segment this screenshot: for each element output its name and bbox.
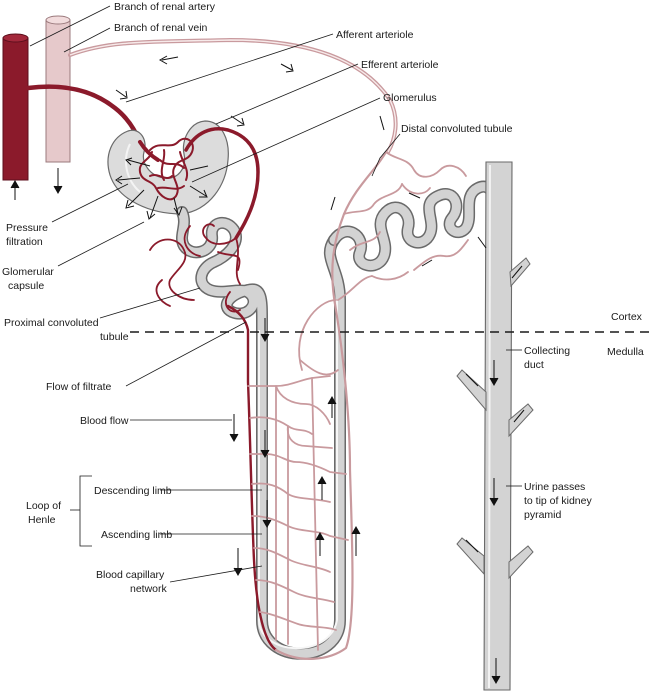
label-loop-of-henle-2: Henle: [28, 514, 56, 526]
label-ascending-limb: Ascending limb: [101, 529, 172, 541]
glomerulus-capillaries: [138, 127, 260, 240]
renal-artery-branch: [2, 37, 29, 181]
label-distal-tubule: Distal convoluted tubule: [401, 123, 513, 135]
nephron-tubule: [107, 120, 534, 691]
labels: Branch of renal artery Branch of renal v…: [2, 1, 644, 595]
label-renal-vein: Branch of renal vein: [114, 22, 208, 34]
collecting-duct: [483, 161, 513, 691]
label-collecting-duct-2: duct: [524, 359, 544, 371]
label-urine-2: to tip of kidney: [524, 495, 592, 507]
label-collecting-duct-1: Collecting: [524, 345, 570, 357]
label-efferent-arteriole: Efferent arteriole: [361, 59, 439, 71]
renal-vein-branch: [45, 19, 71, 163]
label-medulla: Medulla: [607, 346, 644, 358]
label-afferent-arteriole: Afferent arteriole: [336, 29, 414, 41]
label-proximal-tubule-2: tubule: [100, 331, 129, 343]
label-renal-artery: Branch of renal artery: [114, 1, 216, 13]
label-pressure-filtration-1: Pressure: [6, 222, 48, 234]
label-cortex: Cortex: [611, 311, 643, 323]
label-blood-flow: Blood flow: [80, 415, 129, 427]
label-urine-1: Urine passes: [524, 481, 585, 493]
leader-lines: [29, 5, 522, 583]
label-pressure-filtration-2: filtration: [6, 236, 43, 248]
label-glomerular-capsule-1: Glomerular: [2, 266, 54, 278]
label-capillary-network-1: Blood capillary: [96, 569, 165, 581]
label-proximal-tubule-1: Proximal convoluted: [4, 317, 99, 329]
label-loop-of-henle-1: Loop of: [26, 500, 61, 512]
label-descending-limb: Descending limb: [94, 485, 172, 497]
arterial-capillary-network: [149, 223, 278, 652]
label-flow-of-filtrate: Flow of filtrate: [46, 381, 112, 393]
label-glomerulus: Glomerulus: [383, 92, 437, 104]
flow-arrows: [10, 55, 525, 685]
label-glomerular-capsule-2: capsule: [8, 280, 44, 292]
label-capillary-network-2: network: [130, 583, 168, 595]
venous-capillary-network: [247, 150, 469, 660]
label-urine-3: pyramid: [524, 509, 562, 521]
vein-branch-to-nephron: [68, 38, 398, 154]
